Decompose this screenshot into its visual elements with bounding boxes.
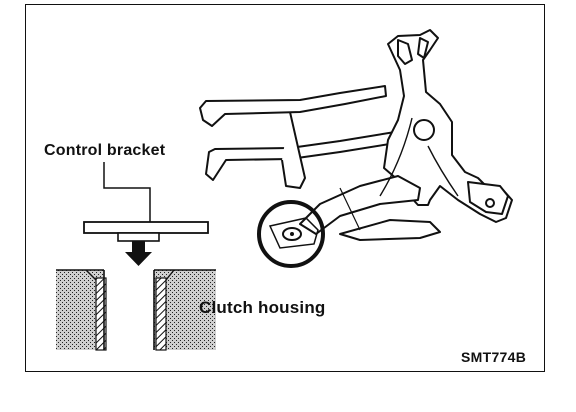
bore-wall-right bbox=[155, 277, 167, 351]
lever-assembly bbox=[199, 29, 513, 241]
lever-lower-arm bbox=[299, 175, 421, 235]
control-bracket-leader bbox=[103, 162, 151, 222]
clutch-housing-label: Clutch housing bbox=[199, 298, 326, 317]
control-bracket-boss bbox=[117, 232, 160, 242]
section-detail bbox=[56, 162, 216, 351]
mounting-tab-right bbox=[467, 181, 509, 215]
pivot-boss bbox=[413, 119, 435, 141]
fork-web bbox=[281, 111, 306, 189]
control-bracket-label: Control bracket bbox=[44, 142, 166, 159]
lever-foot bbox=[339, 219, 441, 241]
fork-arm-upper bbox=[199, 85, 387, 127]
figure-frame bbox=[25, 4, 545, 372]
highlight-circle bbox=[257, 200, 325, 268]
figure-code-label: SMT774B bbox=[461, 349, 527, 365]
control-bracket-plate bbox=[83, 221, 209, 234]
highlight-bolt bbox=[257, 200, 325, 268]
bore-wall-left bbox=[95, 277, 107, 351]
lever-body bbox=[383, 29, 513, 223]
down-arrow-icon bbox=[125, 241, 152, 266]
clip-detail bbox=[397, 39, 413, 65]
mounting-hole-right bbox=[485, 198, 495, 208]
